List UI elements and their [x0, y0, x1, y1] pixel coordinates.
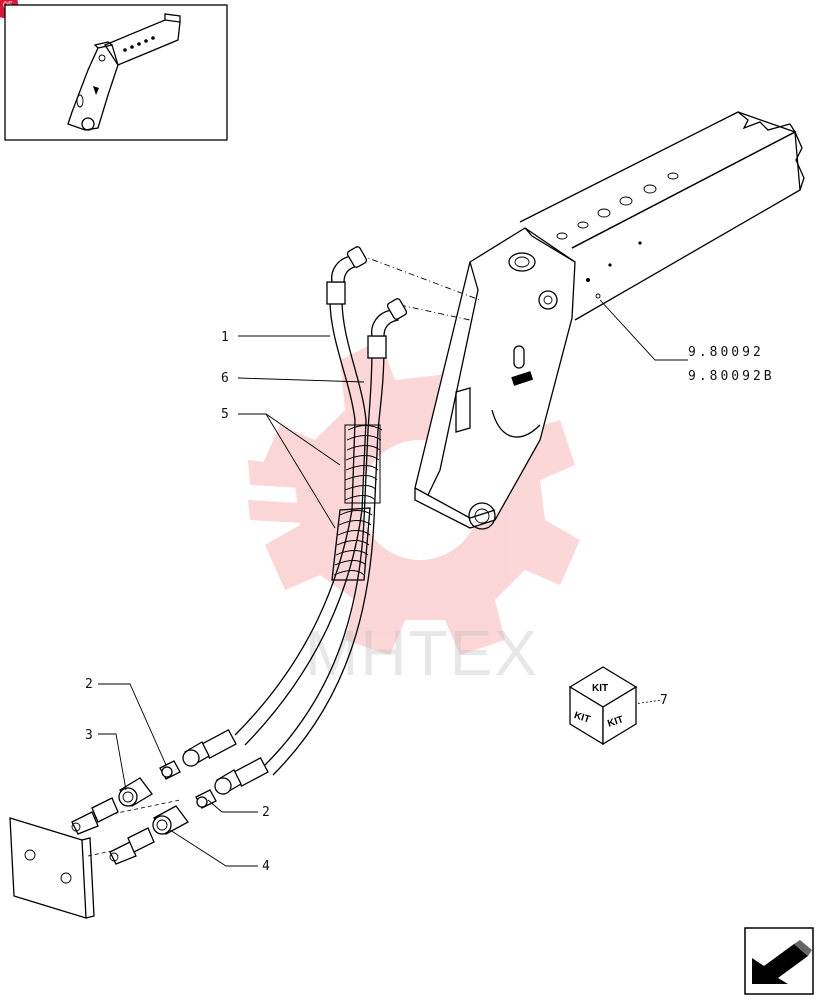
thumbnail-arm-drawing	[67, 13, 181, 131]
callout-3: 3	[85, 728, 96, 743]
callout-1: 1	[221, 330, 232, 345]
quick-coupler-lower	[109, 827, 155, 865]
hydraulic-hoses	[182, 246, 408, 795]
lower-fitting-a	[182, 729, 237, 767]
watermark-text: MHTEX	[305, 617, 539, 689]
callout-5: 5	[221, 407, 232, 422]
leader-lines	[98, 299, 688, 867]
callout-4: 4	[262, 859, 273, 874]
reference-9-80092B: 9.80092B	[688, 369, 775, 384]
lower-fitting-b	[214, 757, 269, 795]
callout-2-upper: 2	[85, 677, 96, 692]
adapter-2-upper	[159, 760, 181, 780]
kit-label-right: KIT	[606, 714, 625, 729]
thumbnail-overview[interactable]	[4, 4, 228, 141]
coupler-3	[118, 777, 153, 807]
kit-label-left: KIT	[573, 710, 592, 725]
callout-6: 6	[221, 371, 232, 386]
coupler-4	[152, 805, 189, 835]
quick-coupler-upper	[71, 797, 119, 835]
kit-label-top: KIT	[592, 683, 608, 694]
arrow-left-nav-icon[interactable]	[744, 927, 814, 995]
boom-arm	[414, 111, 805, 530]
callout-2-lower: 2	[262, 805, 273, 820]
spiral-guard-lower	[331, 507, 373, 581]
reference-9-80092: 9.80092	[688, 345, 764, 360]
mounting-plate	[9, 817, 95, 919]
spiral-guard-upper	[344, 424, 383, 504]
kit-box-icon: KIT KIT KIT	[568, 666, 638, 746]
adapter-2-lower	[195, 789, 217, 809]
callout-7: 7	[660, 693, 671, 708]
